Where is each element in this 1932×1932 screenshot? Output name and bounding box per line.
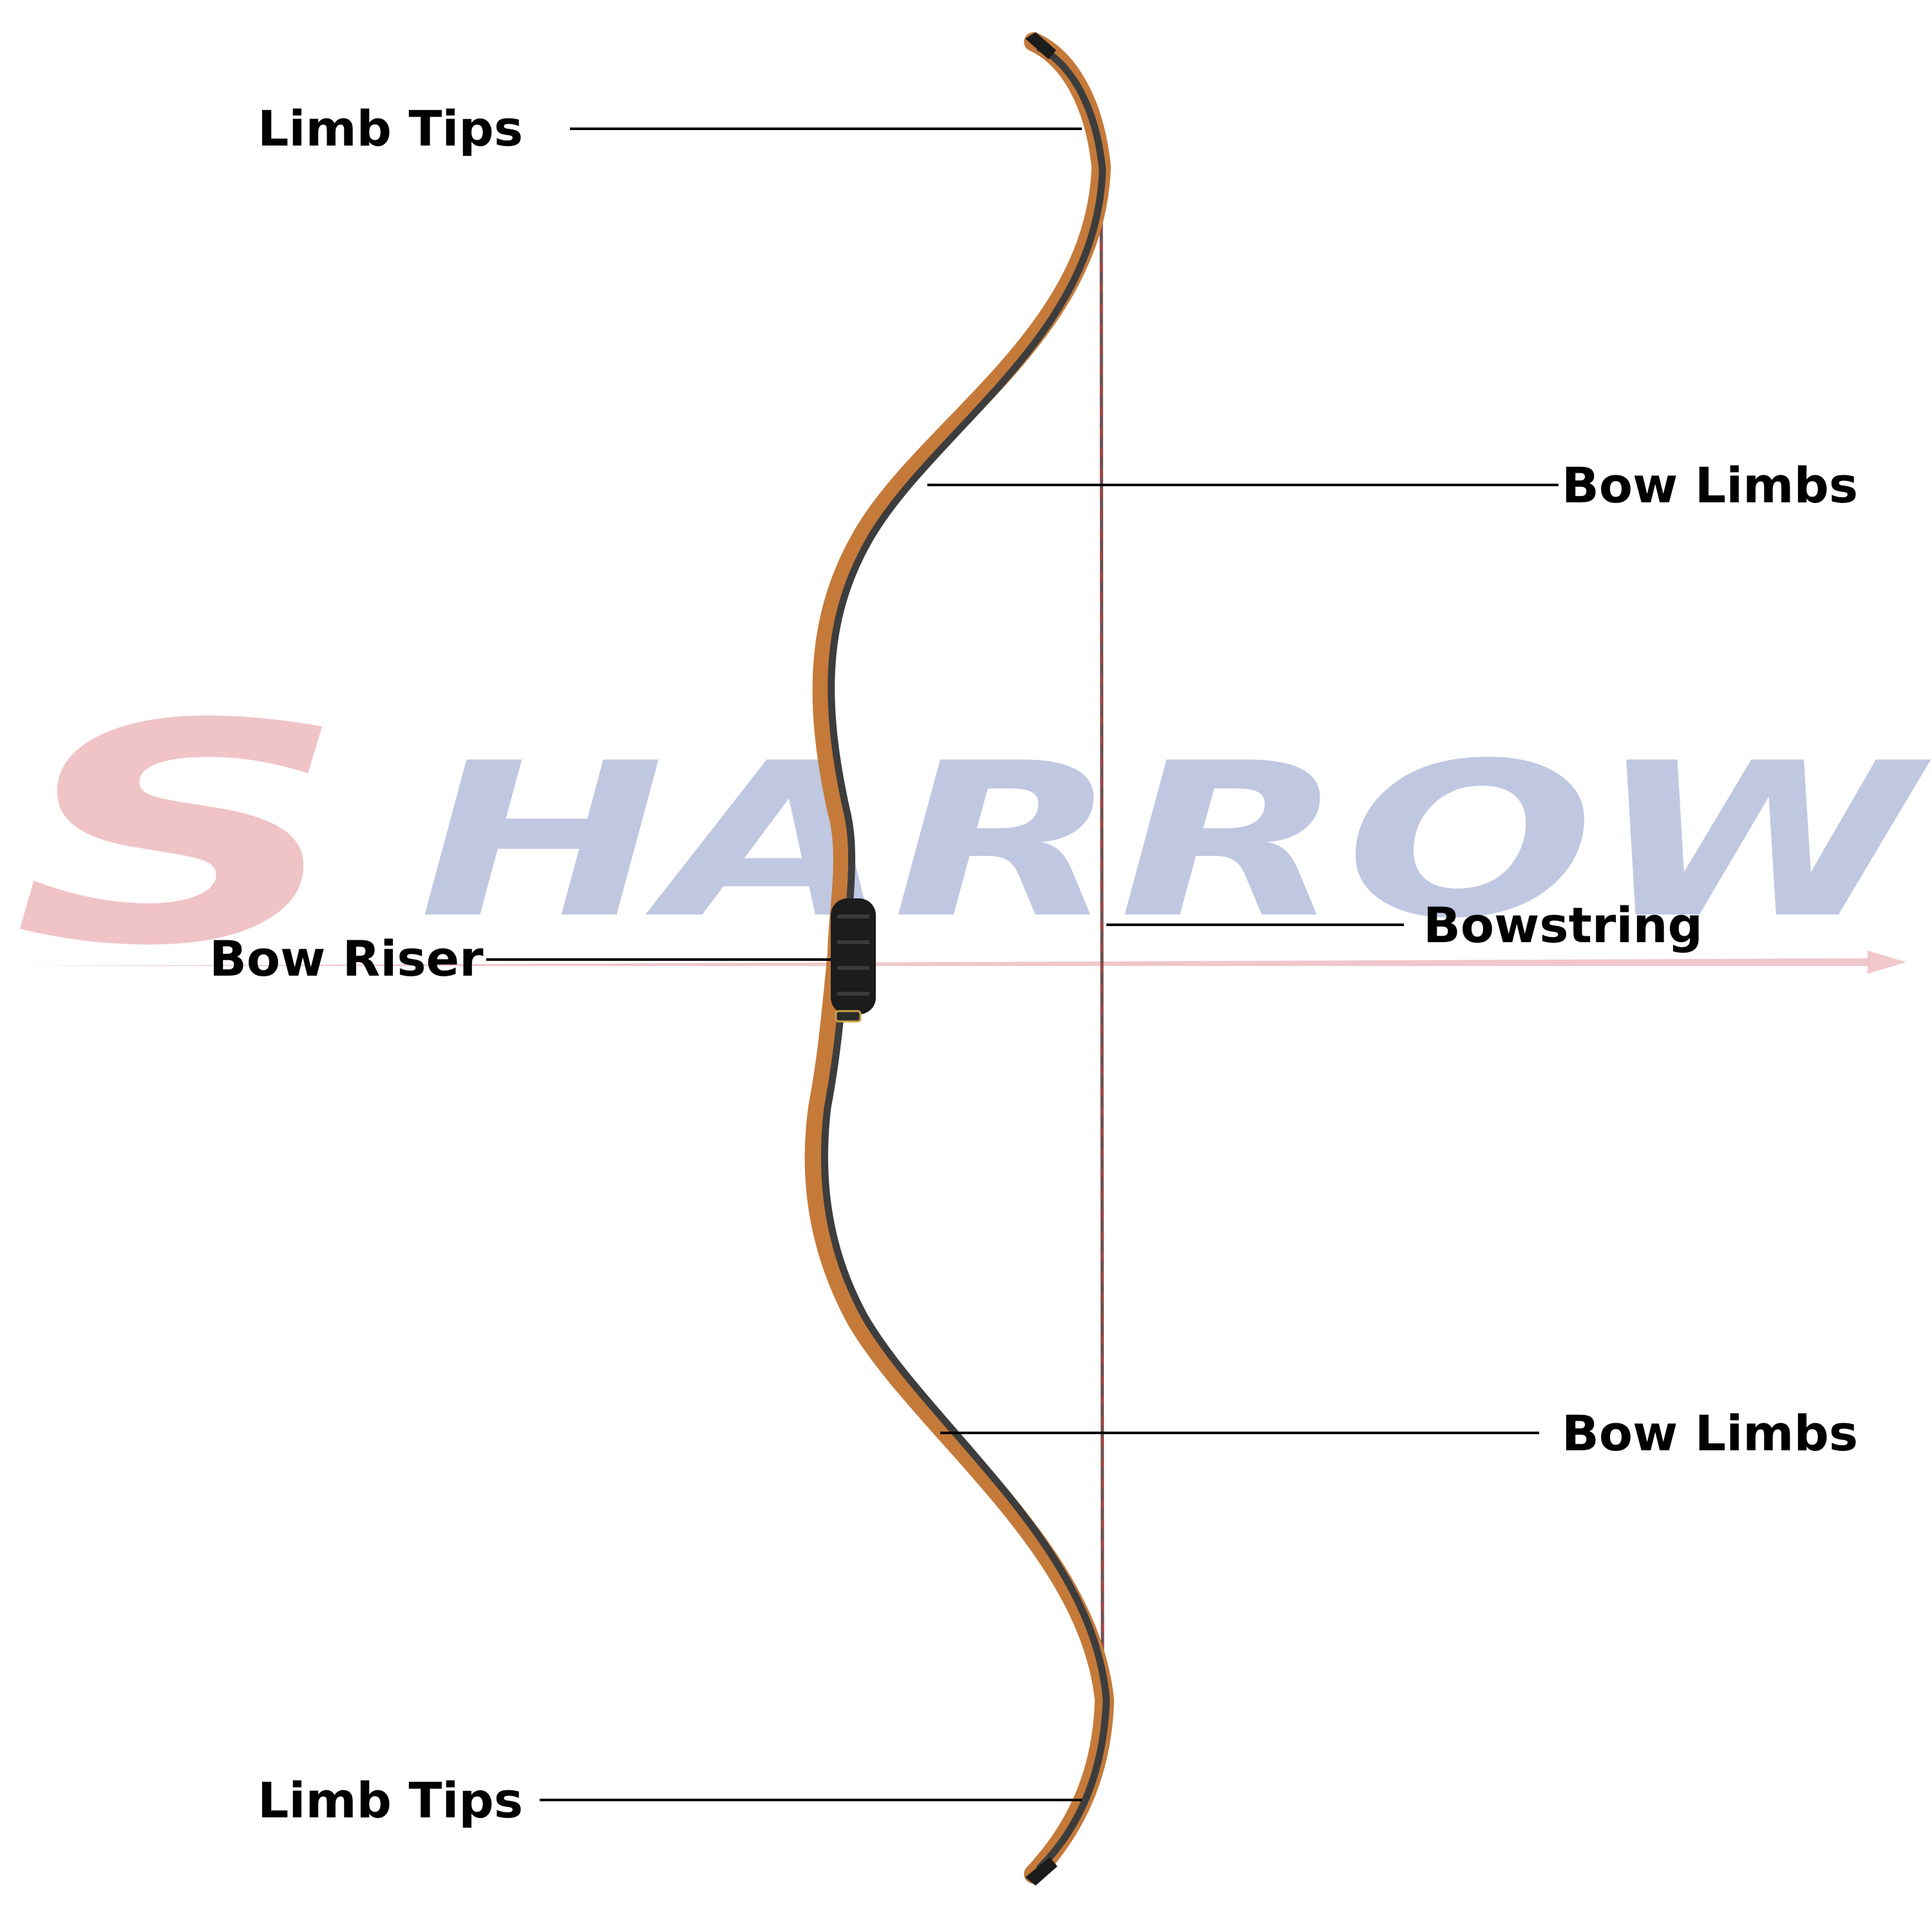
limb-tip-bottom-icon xyxy=(1025,1857,1057,1886)
label-bow-riser: Bow Riser xyxy=(209,930,484,987)
label-limb-tips-top: Limb Tips xyxy=(258,100,523,157)
watermark-text-harrow: HARROW xyxy=(419,717,1932,965)
bowstring-line xyxy=(1099,180,1104,1694)
limb-tip-top-icon xyxy=(1025,32,1056,59)
watermark-arrow xyxy=(0,951,1906,974)
label-bowstring: Bowstring xyxy=(1423,896,1703,954)
watermark: S HARROW xyxy=(0,659,1932,1012)
label-limb-tips-bottom: Limb Tips xyxy=(258,1772,523,1829)
grip-wrap xyxy=(831,898,876,1023)
watermark-letter-s: S xyxy=(13,659,348,1012)
label-bow-limbs-top: Bow Limbs xyxy=(1562,457,1858,514)
label-bow-limbs-bottom: Bow Limbs xyxy=(1562,1405,1858,1462)
